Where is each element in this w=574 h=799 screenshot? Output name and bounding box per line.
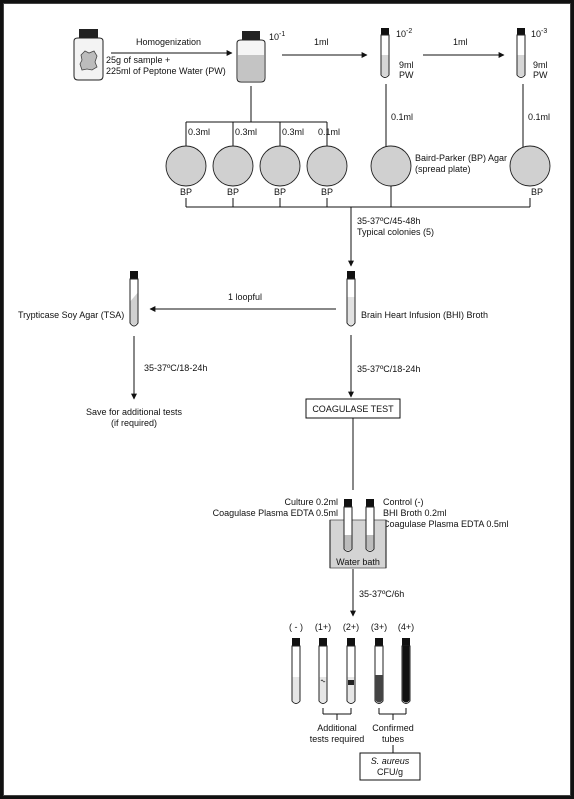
dil2-plating-volume: 0.1ml	[391, 112, 413, 122]
bhi-label: Brain Heart Infusion (BHI) Broth	[361, 310, 488, 320]
dilution-1-label: 10-1	[269, 31, 285, 42]
transfer-1-label: 1ml	[314, 37, 329, 47]
water-bath-icon	[329, 519, 387, 569]
confirmed-tubes-line2: tubes	[382, 734, 405, 744]
result-tube-1plus-icon	[318, 638, 328, 704]
bp-plate	[370, 145, 412, 187]
dilution-tube-2-icon	[380, 28, 390, 78]
control-label-line1: Control (-)	[383, 497, 424, 507]
agar-label-line2: (spread plate)	[415, 164, 471, 174]
additional-tests-line2: tests required	[310, 734, 365, 744]
dilution-2-label: 10-2	[396, 28, 412, 39]
agar-label-line1: Baird-Parker (BP) Agar	[415, 153, 507, 163]
sample-label-line1: 25g of sample +	[106, 55, 170, 65]
bp-plate	[306, 145, 348, 187]
water-bath-incubation: 35-37ºC/6h	[359, 589, 404, 599]
tube-2-volume: 9ml	[399, 60, 414, 70]
final-result-box	[359, 752, 421, 781]
final-result-organism: S. aureus	[371, 756, 410, 766]
result-tube-negative-icon	[291, 638, 301, 704]
plate-label: BP	[274, 187, 286, 197]
incubation-1-line2: Typical colonies (5)	[357, 227, 434, 237]
additional-tests-line1: Additional	[317, 723, 357, 733]
culture-tube-icon	[343, 499, 353, 552]
culture-label-line1: Culture 0.2ml	[284, 497, 338, 507]
dilution-bottle-icon	[236, 31, 266, 83]
tsa-incubation-label: 35-37ºC/18-24h	[144, 363, 207, 373]
loopful-label: 1 loopful	[228, 292, 262, 302]
dil3-plating-volume: 0.1ml	[528, 112, 550, 122]
tube-3-medium: PW	[533, 70, 548, 80]
transfer-2-label: 1ml	[453, 37, 468, 47]
grade-1plus: (1+)	[315, 622, 331, 632]
homogenization-label: Homogenization	[136, 37, 201, 47]
coagulase-test-title: COAGULASE TEST	[312, 404, 394, 414]
plating-volume-3: 0.3ml	[282, 127, 304, 137]
final-result-unit: CFU/g	[377, 767, 403, 777]
culture-label-line2: Coagulase Plasma EDTA 0.5ml	[213, 508, 338, 518]
tsa-tube-icon	[129, 271, 139, 327]
grade-negative: ( - )	[289, 622, 303, 632]
dilution-tube-3-icon	[516, 28, 526, 78]
grade-4plus: (4+)	[398, 622, 414, 632]
result-tube-4plus-icon	[401, 638, 411, 704]
plating-volume-2: 0.3ml	[235, 127, 257, 137]
tube-3-volume: 9ml	[533, 60, 548, 70]
bp-plate	[509, 145, 551, 187]
grade-3plus: (3+)	[371, 622, 387, 632]
result-tube-2plus-icon	[346, 638, 356, 704]
confirmed-tubes-line1: Confirmed	[372, 723, 414, 733]
tube-2-medium: PW	[399, 70, 414, 80]
bhi-incubation-label: 35-37ºC/18-24h	[357, 364, 420, 374]
bp-plate	[259, 145, 301, 187]
plating-volume-4: 0.1ml	[318, 127, 340, 137]
plate-label: BP	[227, 187, 239, 197]
save-label-line2: (if required)	[111, 418, 157, 428]
control-label-line3: Coagulase Plasma EDTA 0.5ml	[383, 519, 508, 529]
result-tube-3plus-icon	[374, 638, 384, 704]
bhi-tube-icon	[346, 271, 356, 327]
sample-bottle-icon	[73, 29, 104, 81]
plate-label: BP	[321, 187, 333, 197]
water-bath-label: Water bath	[336, 557, 380, 567]
bp-plate	[212, 145, 254, 187]
plate-label: BP	[531, 187, 543, 197]
plating-volume-1: 0.3ml	[188, 127, 210, 137]
plate-label: BP	[180, 187, 192, 197]
control-label-line2: BHI Broth 0.2ml	[383, 508, 447, 518]
bp-plate	[165, 145, 207, 187]
control-tube-icon	[365, 499, 375, 552]
save-label-line1: Save for additional tests	[86, 407, 183, 417]
tsa-label: Trypticase Soy Agar (TSA)	[18, 310, 124, 320]
sample-label-line2: 225ml of Peptone Water (PW)	[106, 66, 226, 76]
incubation-1-line1: 35-37ºC/45-48h	[357, 216, 420, 226]
dilution-3-label: 10-3	[531, 28, 547, 39]
grade-2plus: (2+)	[343, 622, 359, 632]
